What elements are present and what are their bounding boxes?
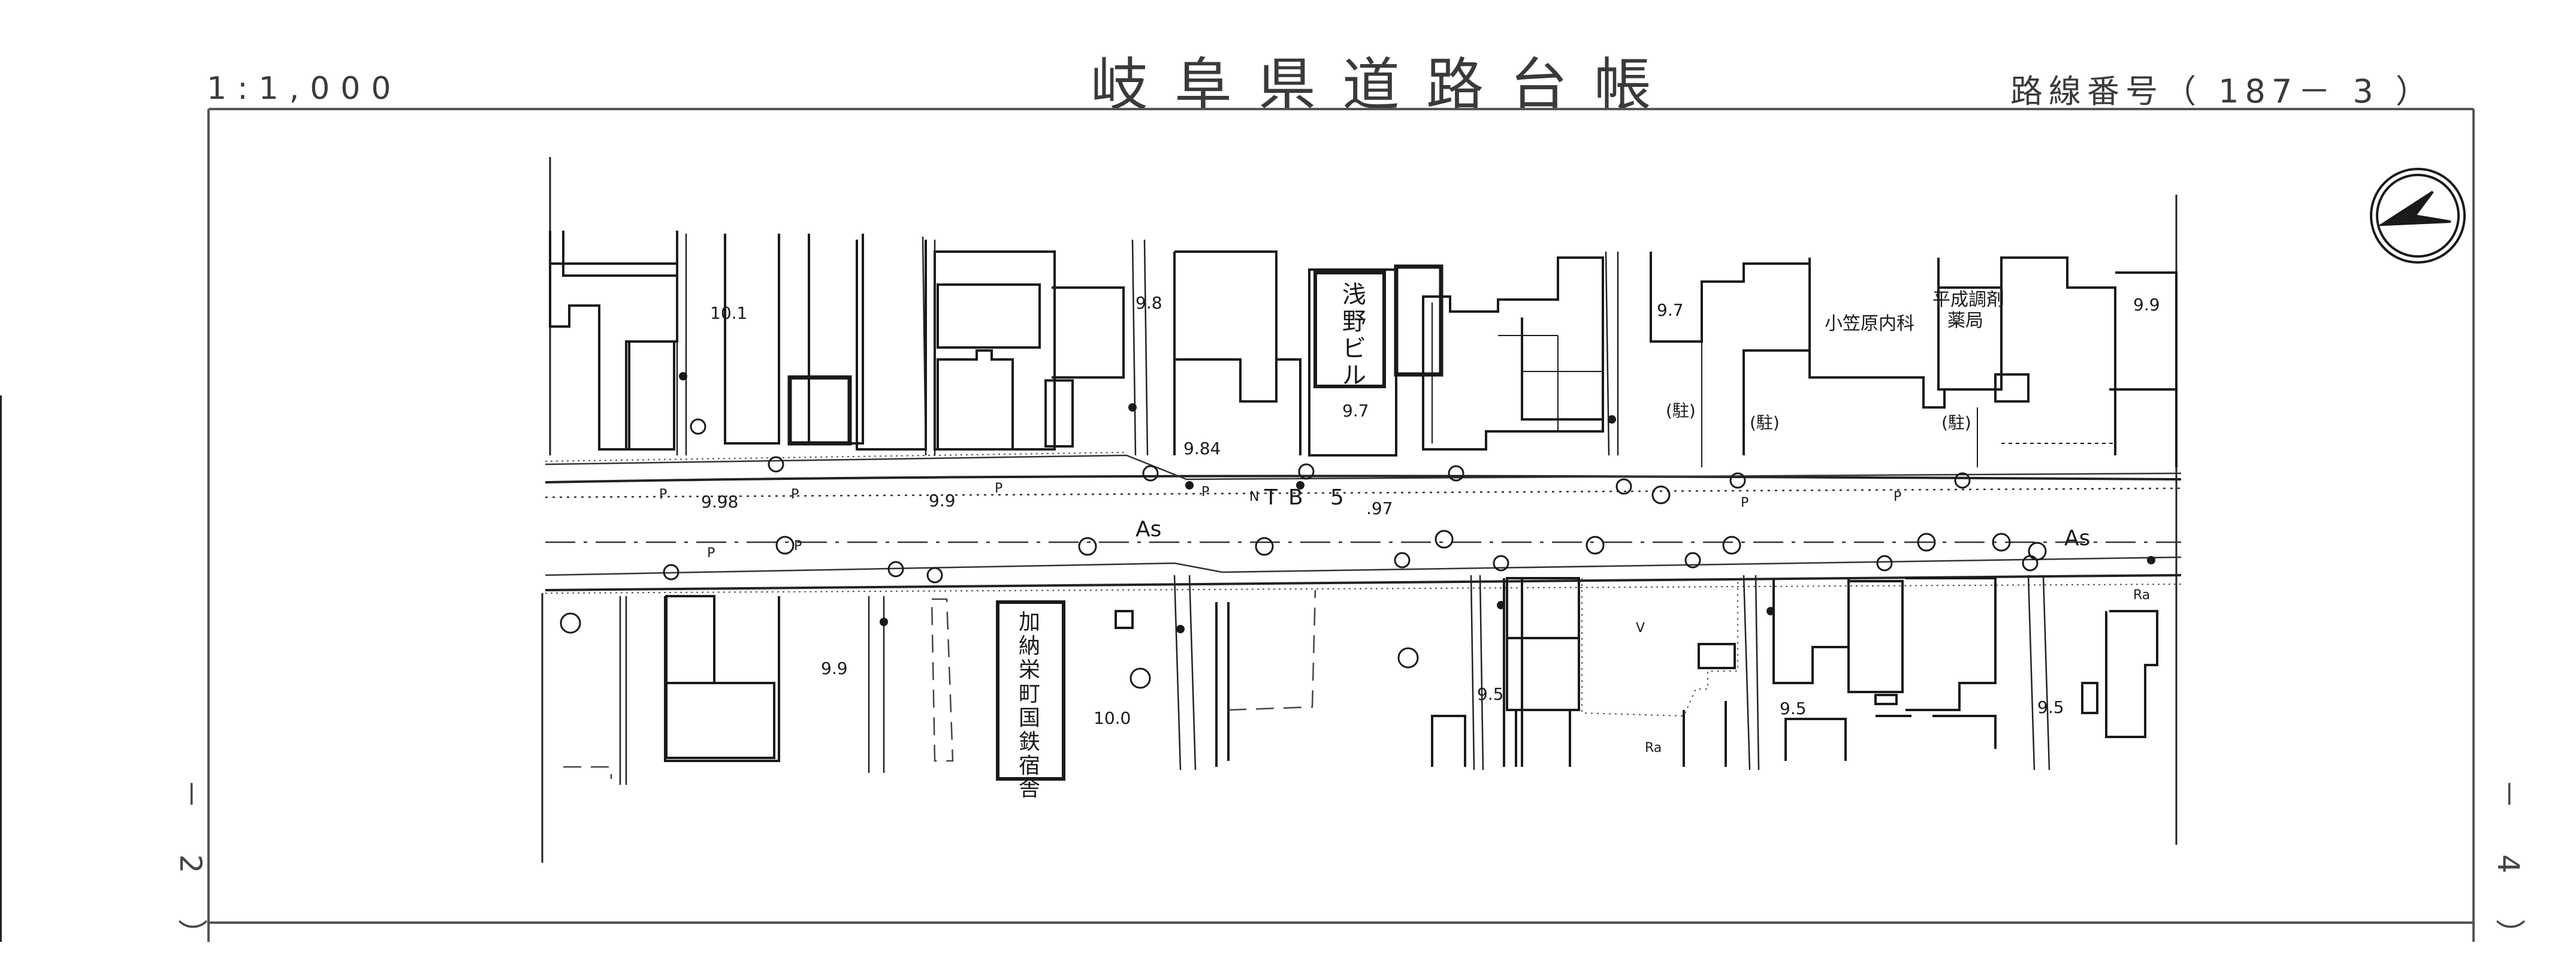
label-pharmacy-2: 薬局: [1947, 310, 1983, 331]
lot-lines: [619, 234, 2050, 785]
north-buildings: [549, 231, 2178, 467]
road-ledger-map: 浅 野 ビ ル 小笠原内科 平成調剤 薬局 加 納 栄 町 国 鉄 宿 舎 (駐…: [0, 108, 2475, 942]
building-asano: 浅 野 ビ ル: [1342, 281, 1366, 389]
label-dorm-5: 国: [1019, 706, 1040, 730]
svg-text:P: P: [1201, 485, 1209, 500]
south-dashed-lots: [563, 590, 1316, 779]
svg-text:N: N: [1249, 489, 1259, 504]
label-dorm-8: 舎: [1019, 776, 1040, 801]
svg-text:P: P: [1741, 495, 1748, 510]
svg-text:As: As: [2064, 526, 2090, 551]
svg-text:9.9: 9.9: [929, 491, 956, 510]
label-parking-3: (駐): [1941, 413, 1971, 433]
label-dorm-6: 鉄: [1019, 730, 1040, 754]
sidewalk-dots: [545, 452, 2182, 594]
adjacent-sheet-right: － 4 ）: [2491, 779, 2526, 967]
svg-text:10.1: 10.1: [710, 303, 747, 323]
label-asano-1: 浅: [1342, 281, 1366, 309]
lamp-poles: [679, 372, 2155, 633]
svg-text:Ra: Ra: [1645, 741, 1662, 756]
label-asano-2: 野: [1342, 308, 1366, 336]
svg-text:.97: .97: [1366, 498, 1393, 518]
svg-text:As: As: [1136, 517, 1161, 542]
label-pharmacy-1: 平成調剤: [1932, 289, 2004, 310]
label-dorm-1: 加: [1019, 610, 1040, 634]
label-parking-2: (駐): [1750, 413, 1780, 433]
label-dorm-7: 宿: [1019, 754, 1040, 778]
svg-text:9.5: 9.5: [1477, 684, 1504, 704]
north-building-fine-lines: [1432, 303, 2115, 467]
road-surface-labels: As As T B 5: [1136, 485, 2090, 551]
road-symbols: [560, 418, 2047, 689]
svg-text:P: P: [995, 481, 1002, 496]
route-number: 路線番号（ 187－ 3 ）: [2010, 72, 2434, 110]
label-clinic: 小笠原内科: [1825, 313, 1914, 334]
svg-text:9.9: 9.9: [821, 658, 848, 678]
building-dormitory: 加 納 栄 町 国 鉄 宿 舎: [1019, 610, 1040, 801]
svg-text:9.84: 9.84: [1183, 439, 1221, 458]
svg-text:10.0: 10.0: [1094, 708, 1131, 728]
road-edges: [545, 475, 2182, 591]
svg-text:9.98: 9.98: [701, 492, 738, 512]
svg-text:P: P: [707, 546, 715, 561]
svg-text:V: V: [1636, 621, 1645, 636]
label-dorm-3: 栄: [1019, 658, 1040, 682]
adjacent-sheet-left: － 2 ）: [173, 779, 208, 967]
south-dotted-lots: [1581, 578, 1738, 717]
svg-text:9.7: 9.7: [1657, 300, 1684, 320]
south-buildings: [664, 577, 2158, 781]
label-dorm-2: 納: [1019, 634, 1040, 658]
label-dorm-4: 町: [1019, 682, 1040, 706]
svg-text:9.5: 9.5: [2037, 697, 2064, 717]
north-arrow-icon: [2370, 168, 2466, 264]
svg-text:P: P: [794, 539, 802, 554]
svg-text:P: P: [1894, 489, 1901, 504]
sidewalk-lines: [545, 454, 2182, 576]
svg-text:Ra: Ra: [2133, 588, 2150, 603]
svg-text:P: P: [791, 487, 799, 502]
svg-text:9.8: 9.8: [1136, 293, 1162, 313]
map-extent: [541, 157, 2178, 863]
svg-text:B: B: [1288, 485, 1303, 510]
map-frame: [0, 108, 2475, 942]
svg-text:9.7: 9.7: [1342, 401, 1369, 421]
svg-text:9.5: 9.5: [1780, 699, 1807, 718]
page-title: 岐阜県道路台帳: [1091, 52, 1678, 119]
elevation-labels: 10.1 9.8 9.84 9.7 9.7 9.9 9.98 9.9 .97 9…: [701, 293, 2160, 728]
svg-text:9.9: 9.9: [2133, 295, 2160, 315]
label-parking-1: (駐): [1666, 401, 1696, 421]
label-asano-3: ビ: [1342, 335, 1366, 362]
svg-text:P: P: [659, 487, 667, 502]
svg-text:T: T: [1264, 485, 1278, 510]
svg-text:5: 5: [1330, 485, 1344, 510]
map-scale: 1:1,000: [207, 71, 402, 107]
label-asano-4: ル: [1342, 362, 1366, 389]
